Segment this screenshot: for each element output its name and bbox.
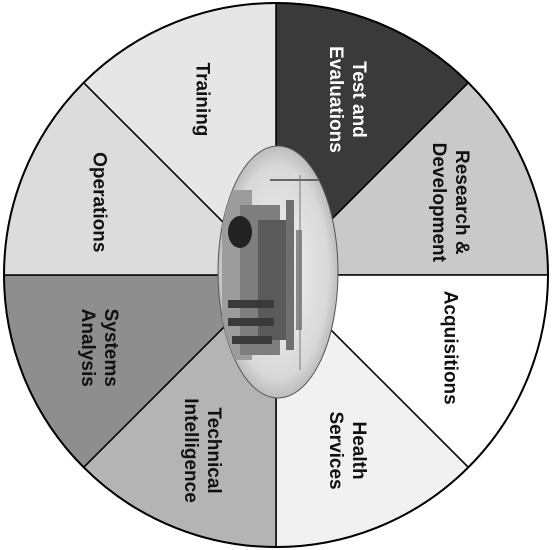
label-train: Training — [191, 63, 212, 137]
label-train-line: Training — [191, 63, 212, 137]
label-health-line: Services — [325, 411, 346, 489]
label-ops-line: Operations — [88, 152, 109, 252]
label-ops: Operations — [88, 152, 109, 252]
label-rnd-line: Development — [428, 143, 449, 263]
ship-photo-image — [218, 146, 338, 398]
label-techint-line: Intelligence — [180, 398, 201, 503]
label-health-line: Health — [348, 421, 369, 479]
label-rnd-line: Research & — [451, 150, 472, 255]
label-acq-line: Acquisitions — [440, 291, 461, 405]
label-sysan-line: Systems — [100, 309, 121, 387]
label-acq: Acquisitions — [440, 291, 461, 405]
label-test-line: Test and — [348, 61, 369, 138]
label-test-line: Evaluations — [325, 46, 346, 153]
label-sysan-line: Analysis — [77, 309, 98, 387]
label-techint-line: Technical — [203, 407, 224, 493]
